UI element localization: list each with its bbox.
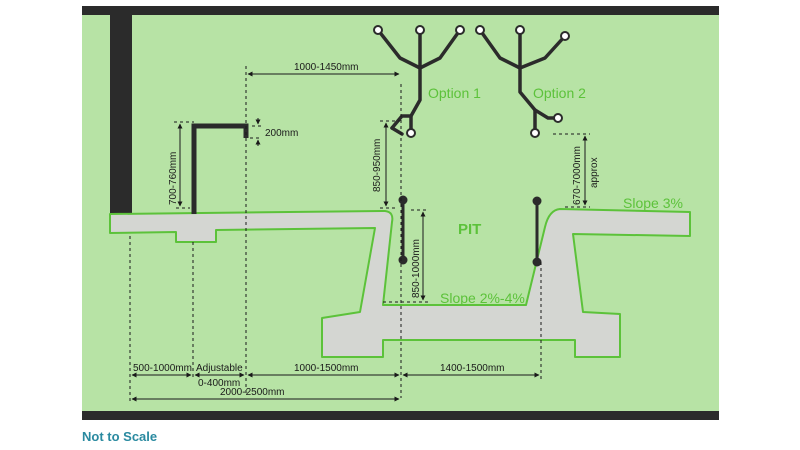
guide-lines (129, 66, 590, 404)
dim-500-1000-label: 500-1000mm (133, 363, 192, 374)
option2-node-5 (553, 113, 563, 123)
lid-gap-label: 1000-1450mm (294, 62, 358, 73)
left-wall (110, 14, 132, 224)
rail-height-label: 700-760mm (168, 152, 179, 205)
ground-and-pit-concrete (109, 208, 691, 358)
pit-label: PIT (458, 221, 481, 238)
dim-2000-2500-label: 2000-2500mm (220, 387, 284, 398)
dim-1000-1500-label: 1000-1500mm (294, 363, 358, 374)
option2-label: Option 2 (533, 85, 586, 101)
pit-post-right-bottom-knob (532, 257, 542, 267)
option1-node-3 (455, 25, 465, 35)
option2-height-label: 670-7000mm (572, 146, 583, 205)
slope-top-label: Slope 3% (623, 195, 683, 211)
option1-node-1 (373, 25, 383, 35)
rail-offset-label: 200mm (265, 128, 298, 139)
option2-node-1 (475, 25, 485, 35)
dim-0-400-label: 0-400mm (198, 378, 240, 389)
dim-1400-1500-label: 1400-1500mm (440, 363, 504, 374)
option2-lid (478, 28, 567, 135)
option1-label: Option 1 (428, 85, 481, 101)
not-to-scale-note: Not to Scale (82, 429, 158, 444)
top-border-bar (82, 6, 719, 15)
option1-node-2 (415, 25, 425, 35)
option2-node-4 (530, 128, 540, 138)
pit-post-left-bottom-knob (398, 255, 408, 265)
dimension-arrows (131, 71, 588, 402)
pit-post-left-top-knob (398, 195, 408, 205)
option1-lid (376, 28, 462, 136)
option1-node-4 (406, 128, 416, 138)
option2-node-3 (560, 31, 570, 41)
option2-height-note: approx (589, 157, 600, 188)
post-height-label: 850-950mm (372, 139, 383, 192)
dim-adjustable-label: Adjustable (196, 363, 243, 374)
option2-node-2 (515, 25, 525, 35)
pit-depth-label: 850-1000mm (411, 239, 422, 298)
bottom-border-bar (82, 411, 719, 420)
pit-post-right-top-knob (532, 196, 542, 206)
slope-bottom-label: Slope 2%-4% (440, 290, 525, 306)
